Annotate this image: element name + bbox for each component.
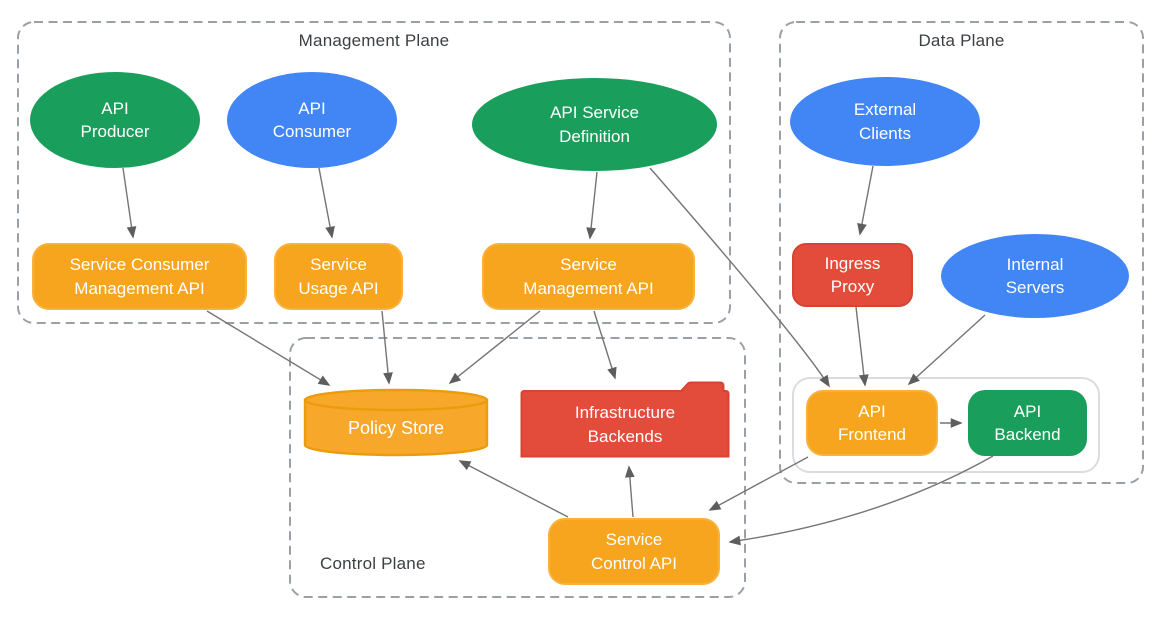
node-service-management-api: Service Management API [482,243,695,310]
node-external-clients-label: External Clients [853,100,917,143]
edge-internal_servers-to-api_frontend [907,314,986,386]
node-ingress-proxy: Ingress Proxy [792,243,913,307]
node-service-control-api: Service Control API [548,518,720,585]
node-api-backend: API Backend [968,390,1087,456]
cylinder-icon [303,388,489,457]
node-service-consumer-management-api: Service Consumer Management API [32,243,247,310]
node-service-control-api-label: Service Control API [591,530,677,573]
node-external-clients: External Clients [790,77,980,166]
management-plane-title: Management Plane [298,31,450,50]
edge-external_clients-to-ingress_proxy [857,165,874,236]
node-ingress-proxy-label: Ingress Proxy [824,253,881,296]
node-api-frontend: API Frontend [806,390,938,456]
node-service-usage-api: Service Usage API [274,243,403,310]
edge-api_service_definition-to-service_management_api [586,171,598,240]
node-api-backend-label: API Backend [994,401,1061,444]
node-service-usage-api-label: Service Usage API [298,255,379,298]
node-policy-store: Policy Store [302,387,490,458]
node-api-service-definition: API Service Definition [472,78,717,171]
node-infrastructure-backends: Infrastructure Backends [520,381,730,458]
node-api-producer-label: API Producer [80,98,150,141]
node-internal-servers-label: Internal Servers [1005,254,1065,297]
node-api-consumer-label: API Consumer [272,98,352,141]
node-internal-servers: Internal Servers [941,234,1129,318]
folder-icon [520,381,730,458]
control-plane-title: Control Plane [320,554,426,573]
edge-service_control_api-to-policy_store [458,460,569,518]
edge-service_control_api-to-infrastructure_backends [624,465,635,518]
edge-service_management_api-to-policy_store [448,310,541,385]
data-plane-title: Data Plane [918,31,1005,50]
node-api-producer: API Producer [30,72,200,168]
edge-api_frontend-to-service_control_api [708,456,809,511]
node-api-frontend-label: API Frontend [837,401,907,444]
node-service-management-api-label: Service Management API [523,255,654,298]
edge-service_consumer_management_api-to-policy_store [206,310,331,386]
node-infrastructure-backends-label: Infrastructure Backends [574,403,676,446]
edge-api_consumer-to-service_usage_api [318,167,335,239]
node-api-service-definition-label: API Service Definition [550,103,639,146]
node-policy-store-label: Policy Store [347,418,445,439]
edge-api_producer-to-service_consumer_management_api [122,167,137,239]
edge-ingress_proxy-to-api_frontend [855,306,869,387]
edge-service_usage_api-to-policy_store [381,310,393,385]
node-service-consumer-management-api-label: Service Consumer Management API [69,255,210,298]
node-api-consumer: API Consumer [227,72,397,168]
edge-service_management_api-to-infrastructure_backends [593,310,617,380]
